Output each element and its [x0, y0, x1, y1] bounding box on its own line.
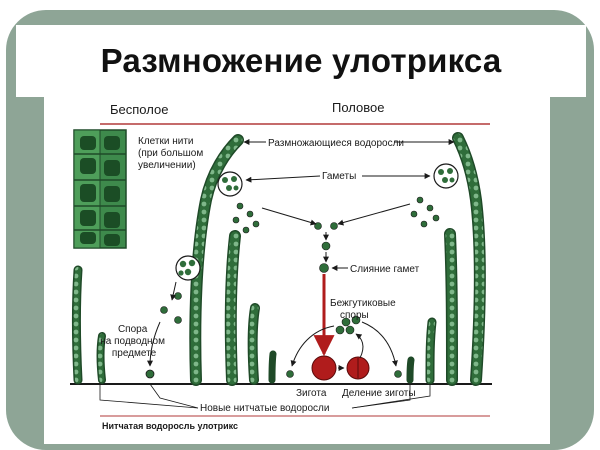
- asexual-heading: Бесполое: [110, 102, 168, 117]
- label-zygote: Зигота: [296, 388, 327, 399]
- svg-text:Бежгутиковые споры: Бежгутиковые споры: [330, 298, 398, 321]
- label-cells-line1: Клетки нити: [138, 136, 193, 147]
- label-reproducing-algae: Размножающиеся водоросли: [268, 138, 404, 149]
- zoospores: [335, 315, 361, 335]
- label-spores-line2: споры: [340, 310, 369, 321]
- label-spores-line1: Бежгутиковые: [330, 298, 396, 309]
- asexual-spores: [145, 255, 201, 379]
- label-gametes: Гаметы: [322, 171, 356, 182]
- label-spore-line3: предмете: [112, 348, 157, 359]
- svg-text:Клетки нити (при большом: Клетки нити (при большом увеличении): [138, 136, 206, 171]
- label-cells-line2: (при большом: [138, 147, 203, 159]
- svg-text:Спора на подводном пре: Спора на подводном предмете: [100, 324, 168, 359]
- gametangia: [217, 163, 459, 197]
- label-spore-line1: Спора: [118, 324, 148, 335]
- label-new-filaments: Новые нитчатые водоросли: [200, 403, 329, 414]
- page-title: Размножение улотрикса: [100, 42, 502, 79]
- sexual-heading: Половое: [332, 100, 384, 115]
- label-cells-line3: увеличении): [138, 160, 196, 171]
- label-gamete-fusion: Слияние гамет: [350, 264, 420, 275]
- algae-filaments: [72, 132, 486, 386]
- swimming-gametes: [232, 196, 440, 273]
- label-spore-line2: на подводном: [100, 336, 165, 347]
- new-filaments-leaders: [99, 383, 431, 409]
- title-banner: [16, 25, 586, 97]
- settled-spores: [286, 370, 402, 378]
- magnified-filament: [73, 129, 127, 249]
- label-zygote-division: Деление зиготы: [342, 388, 416, 399]
- figure-caption: Нитчатая водоросль улотрикс: [102, 421, 238, 431]
- zygote: [311, 355, 337, 381]
